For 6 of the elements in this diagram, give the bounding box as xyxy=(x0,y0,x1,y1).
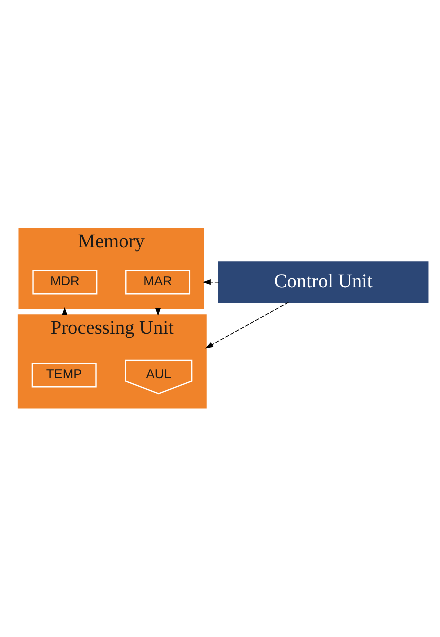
node-box: MAR xyxy=(126,270,191,295)
arrow xyxy=(202,280,220,286)
arrow xyxy=(205,302,290,349)
node-box: MDR xyxy=(32,270,98,295)
node-box: Control Unit xyxy=(218,262,429,304)
node-box: TEMP xyxy=(32,363,97,388)
